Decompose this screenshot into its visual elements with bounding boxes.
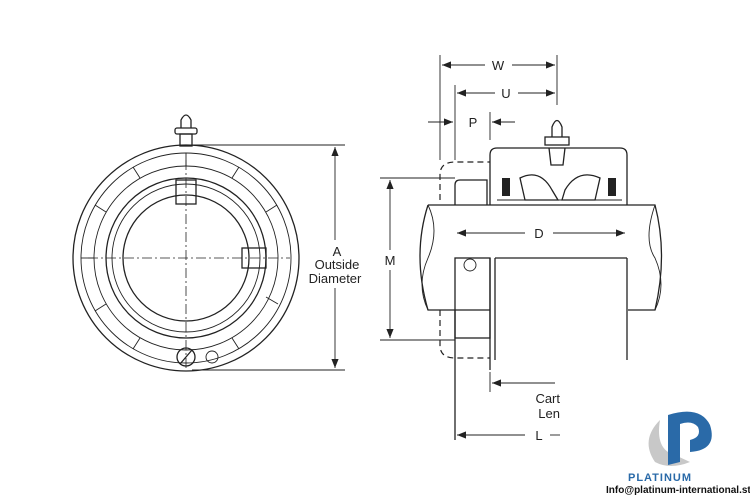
contact-email: Info@platinum-international.store xyxy=(606,485,750,496)
dim-w-label: W xyxy=(492,58,505,73)
dim-a-label: A xyxy=(333,244,342,259)
platinum-logo-icon xyxy=(648,411,712,466)
cart-label: Cart xyxy=(535,391,560,406)
brand-name: PLATINUM xyxy=(628,472,693,484)
side-view: M W U P D Cart Len L xyxy=(380,55,663,443)
dim-u-label: U xyxy=(501,86,510,101)
len-label: Len xyxy=(538,406,560,421)
dim-m-label: M xyxy=(385,253,396,268)
set-screw-top xyxy=(175,179,197,205)
set-screw-bottom xyxy=(176,347,196,367)
front-view: A Outside Diameter xyxy=(72,114,362,372)
dim-d-label: D xyxy=(534,226,543,241)
dim-l-label: L xyxy=(535,428,542,443)
grease-fitting-icon xyxy=(174,114,198,147)
dim-p-label: P xyxy=(469,115,478,130)
diameter-label: Diameter xyxy=(309,271,362,286)
outside-label: Outside xyxy=(315,257,360,272)
set-screw-side xyxy=(241,247,267,269)
grease-fitting-side-icon xyxy=(544,119,570,166)
